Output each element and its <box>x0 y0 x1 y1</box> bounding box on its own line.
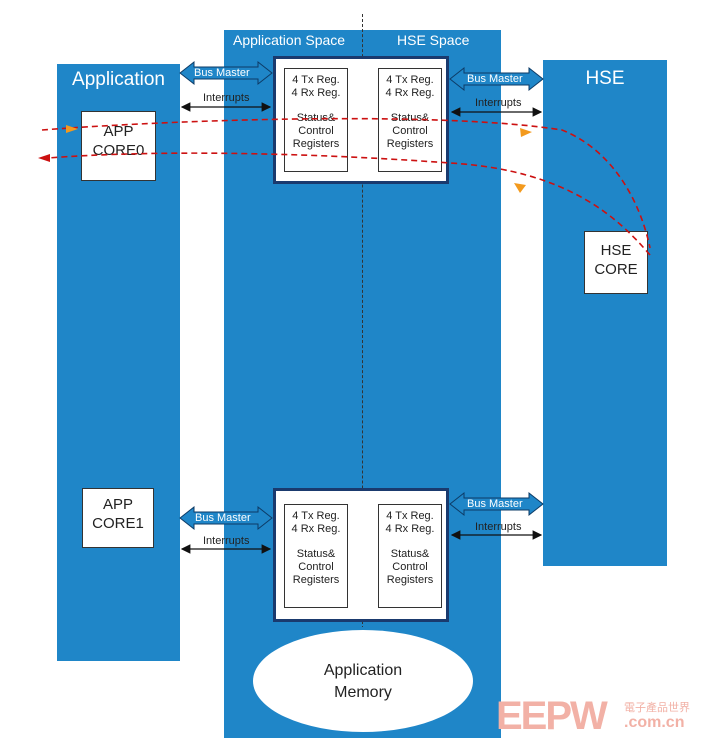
app-register-block-bottom: 4 Tx Reg. 4 Rx Reg. Status& Control Regi… <box>284 504 348 608</box>
message-unit-bottom: 4 Tx Reg. 4 Rx Reg. Status& Control Regi… <box>273 488 449 622</box>
interrupts-label-app-top: Interrupts <box>203 92 250 104</box>
registers-label: Registers <box>386 574 434 586</box>
control-label: Control <box>392 561 428 573</box>
rx-reg-label: 4 Rx Reg. <box>291 523 341 535</box>
tx-reg-label: 4 Tx Reg. <box>386 510 434 522</box>
app-core0-box: APP CORE0 <box>81 111 156 181</box>
hse-register-block-bottom: 4 Tx Reg. 4 Rx Reg. Status& Control Regi… <box>378 504 442 608</box>
eepw-tagline: 電子產品世界 <box>624 702 690 714</box>
tx-reg-label: 4 Tx Reg. <box>386 74 434 86</box>
bus-master-label-app-bottom: Bus Master <box>195 512 251 524</box>
request-flow <box>41 117 651 249</box>
registers-label: Registers <box>292 138 340 150</box>
registers-label: Registers <box>292 574 340 586</box>
tx-reg-label: 4 Tx Reg. <box>292 74 340 86</box>
bus-master-arrow-hse-top <box>449 66 544 92</box>
app-core1-box: APP CORE1 <box>82 488 154 548</box>
space-divider <box>362 14 363 634</box>
eepw-logo: EEPW <box>496 694 608 738</box>
hse-space-label: HSE Space <box>397 32 470 48</box>
bus-master-arrow-app-top <box>179 60 273 86</box>
bus-master-label-app-top: Bus Master <box>194 67 250 79</box>
message-unit-top: 4 Tx Reg. 4 Rx Reg. Status& Control Regi… <box>273 56 449 184</box>
rx-reg-label: 4 Rx Reg. <box>385 87 435 99</box>
rx-reg-label: 4 Rx Reg. <box>385 523 435 535</box>
registers-label: Registers <box>386 138 434 150</box>
control-label: Control <box>298 561 334 573</box>
bus-master-label-hse-bottom: Bus Master <box>467 498 523 510</box>
eepw-watermark: EEPW 電子產品世界 .com.cn <box>496 694 690 739</box>
flow-arrow-4 <box>38 154 50 162</box>
bus-master-arrow-app-bottom <box>179 505 273 531</box>
interrupts-label-hse-bottom: Interrupts <box>475 521 522 533</box>
bus-master-label-hse-top: Bus Master <box>467 73 523 85</box>
hse-register-block-top: 4 Tx Reg. 4 Rx Reg. Status& Control Regi… <box>378 68 442 172</box>
rx-reg-label: 4 Rx Reg. <box>291 87 341 99</box>
status-label: Status& <box>390 548 430 560</box>
application-memory: Application Memory <box>250 627 476 735</box>
application-title: Application <box>72 69 165 90</box>
flow-arrow-1 <box>66 125 78 133</box>
hse-column: HSE <box>543 60 667 566</box>
bus-master-arrow-hse-bottom <box>449 491 544 517</box>
tx-reg-label: 4 Tx Reg. <box>292 510 340 522</box>
control-label: Control <box>298 125 334 137</box>
status-label: Status& <box>296 548 336 560</box>
hse-title: HSE <box>585 68 625 89</box>
response-flow <box>47 152 651 256</box>
interrupts-label-hse-top: Interrupts <box>475 97 522 109</box>
application-space-label: Application Space <box>233 32 346 48</box>
hse-core-box: HSE CORE <box>584 231 648 294</box>
flow-arrow-3 <box>514 183 526 193</box>
status-label: Status& <box>390 112 430 124</box>
interrupts-label-app-bottom: Interrupts <box>203 535 250 547</box>
control-label: Control <box>392 125 428 137</box>
flow-arrow-2 <box>520 128 532 137</box>
eepw-url: .com.cn <box>624 714 685 731</box>
